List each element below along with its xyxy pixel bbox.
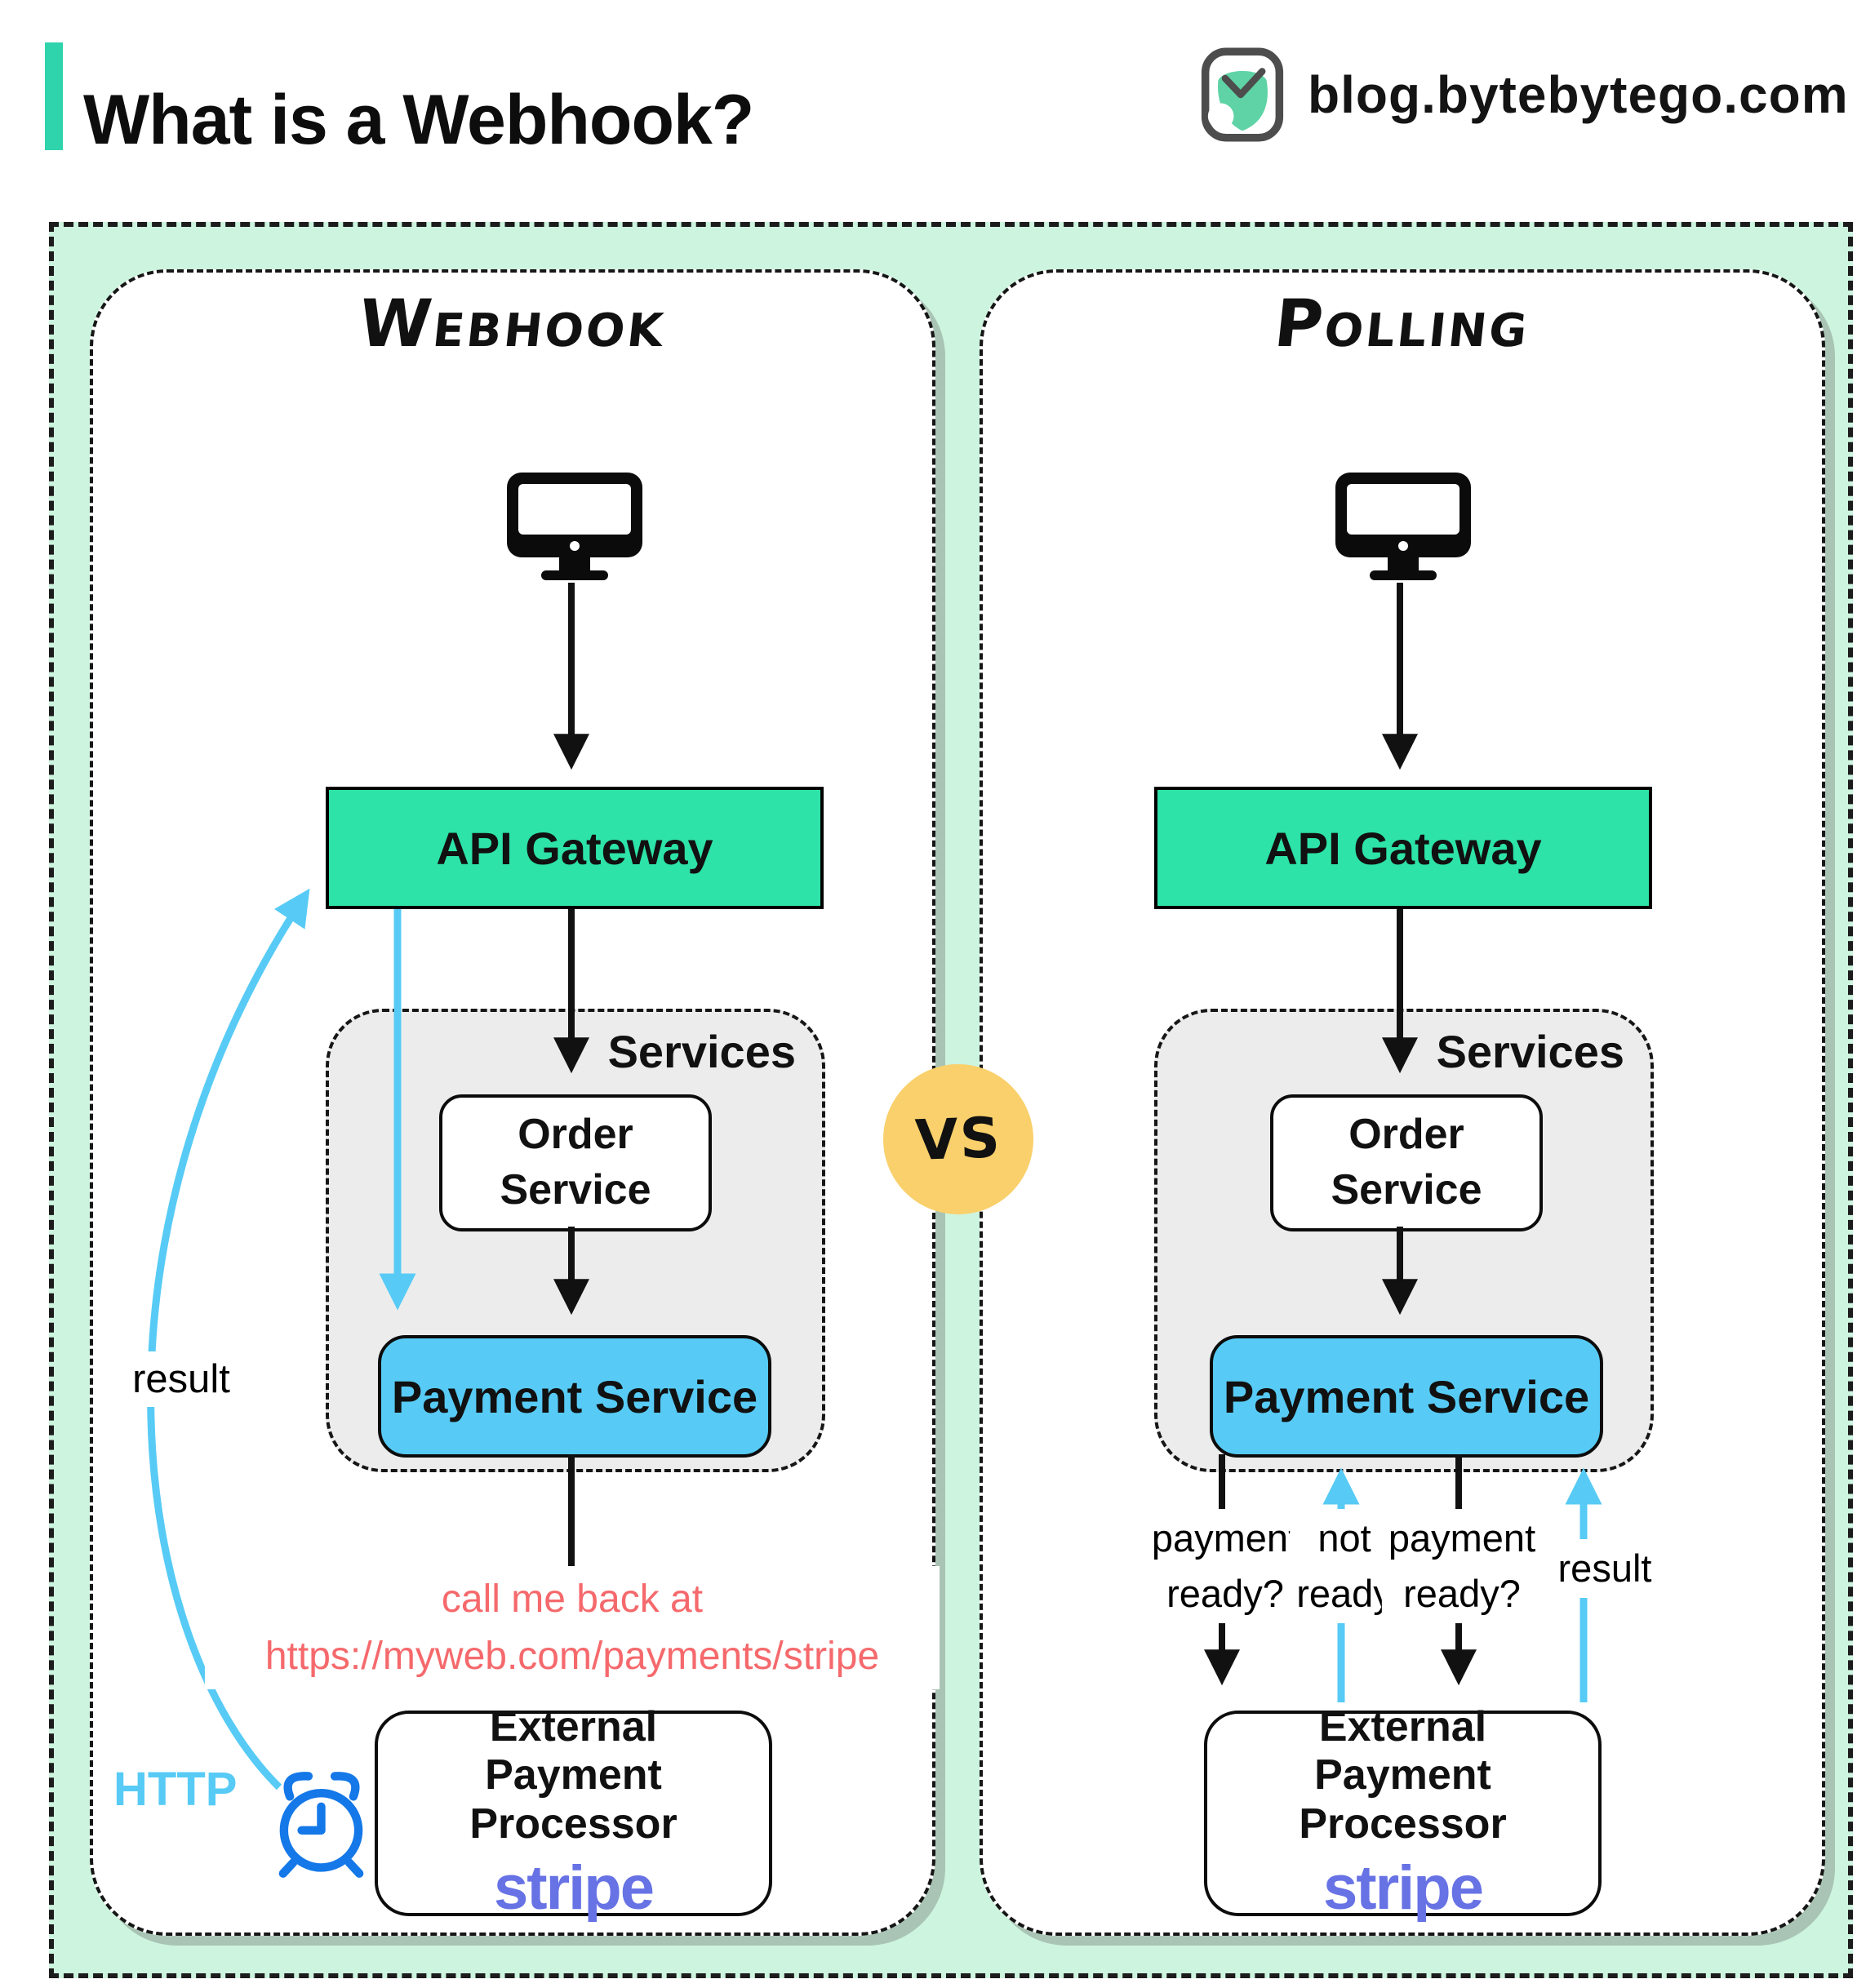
alarm-clock-icon <box>264 1766 379 1884</box>
callback-note-line1: call me back at <box>441 1578 704 1621</box>
computer-monitor-icon <box>505 471 644 585</box>
external-line1: External <box>489 1702 658 1751</box>
polling-payment-service-label: Payment Service <box>1223 1370 1590 1422</box>
computer-monitor-icon <box>1334 471 1473 585</box>
order-service-line1: Order <box>1348 1111 1464 1159</box>
polling-panel: Polling API Gateway Services Order Servi… <box>980 269 1825 1936</box>
external-line1: External <box>1318 1702 1487 1751</box>
label-line: payment <box>1151 1516 1300 1560</box>
polling-api-gateway-label: API Gateway <box>1264 822 1542 874</box>
webhook-order-service-box: Order Service <box>439 1094 712 1231</box>
callback-url-note: call me back at https://myweb.com/paymen… <box>205 1566 940 1690</box>
polling-question1-label: payment ready? <box>1144 1509 1306 1624</box>
site-name: blog.bytebytego.com <box>1308 65 1849 124</box>
webhook-services-group: Services Order Service Payment Service <box>326 1009 825 1472</box>
external-line2: Payment Processor <box>469 1751 678 1848</box>
callback-note-url: https://myweb.com/payments/stripe <box>264 1634 880 1678</box>
stripe-logo: stripe <box>1323 1853 1484 1923</box>
webhook-result-label: result <box>121 1351 242 1407</box>
webhook-panel-title: Webhook <box>355 286 670 362</box>
polling-result-label: result <box>1551 1539 1659 1599</box>
order-service-line2: Service <box>1331 1166 1482 1214</box>
webhook-panel: Webhook API Gateway Services Order Servi… <box>90 269 940 1936</box>
webhook-api-gateway-box: API Gateway <box>326 787 824 909</box>
stripe-logo: stripe <box>494 1853 655 1923</box>
label-line: ready? <box>1166 1572 1284 1616</box>
label-line: payment <box>1388 1516 1536 1560</box>
webhook-api-gateway-label: API Gateway <box>436 822 713 874</box>
webhook-services-label: Services <box>607 1026 796 1077</box>
label-line: ready? <box>1403 1572 1521 1616</box>
webhook-external-processor-box: External Payment Processor stripe <box>375 1703 772 1923</box>
label-line: result <box>1557 1546 1652 1590</box>
bytebytego-logo-icon <box>1198 47 1286 142</box>
external-line2: Payment Processor <box>1299 1751 1507 1848</box>
polling-order-service-box: Order Service <box>1270 1094 1543 1231</box>
polling-question2-label: payment ready? <box>1381 1509 1543 1624</box>
label-line: not <box>1317 1516 1371 1560</box>
order-service-line1: Order <box>518 1111 633 1159</box>
polling-services-label: Services <box>1436 1026 1624 1077</box>
page-title: What is a Webhook? <box>83 80 754 159</box>
webhook-payment-service-label: Payment Service <box>391 1370 758 1422</box>
polling-services-group: Services Order Service Payment Service <box>1154 1009 1654 1472</box>
polling-payment-service-box: Payment Service <box>1210 1335 1603 1458</box>
site-badge: blog.bytebytego.com <box>1198 47 1849 142</box>
polling-panel-title: Polling <box>1270 286 1535 362</box>
webhook-payment-service-box: Payment Service <box>378 1335 771 1458</box>
webhook-http-label: HTTP <box>113 1763 238 1816</box>
label-line: ready <box>1296 1572 1393 1616</box>
title-accent-bar <box>45 42 63 150</box>
polling-external-processor-box: External Payment Processor stripe <box>1204 1703 1602 1923</box>
order-service-line2: Service <box>500 1166 651 1214</box>
polling-api-gateway-box: API Gateway <box>1154 787 1652 909</box>
